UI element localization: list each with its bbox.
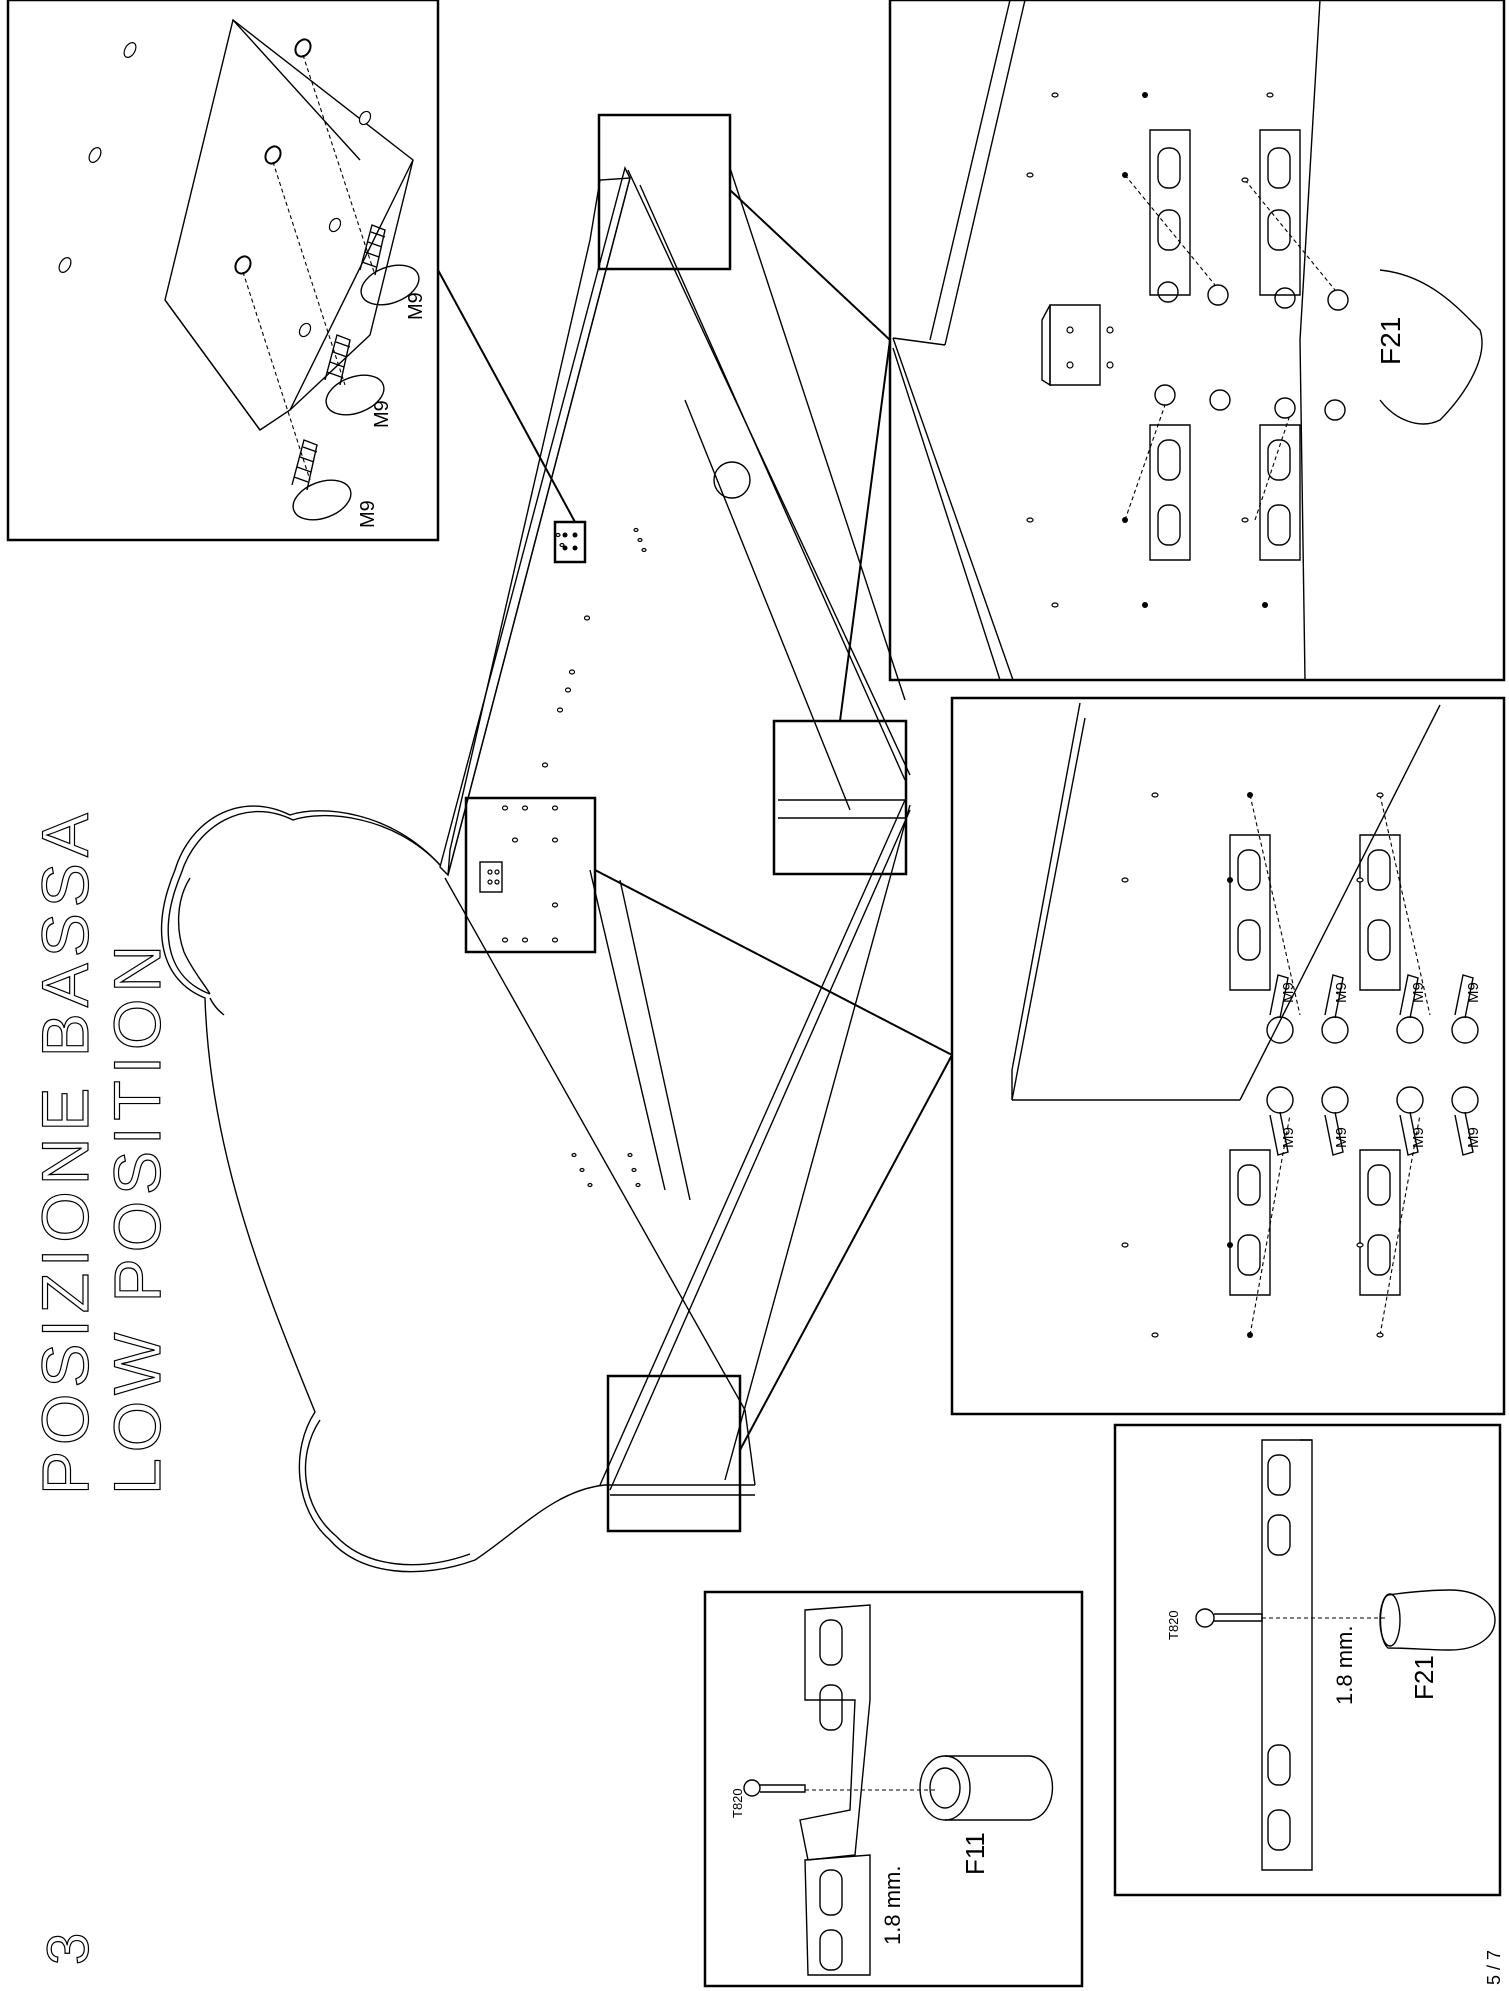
m9-screw-3 (291, 439, 352, 521)
bracket-upper-left (1149, 129, 1191, 296)
callout-corner-top (597, 113, 732, 271)
m9-label-2: M9 (371, 400, 393, 428)
small-screws-top (1154, 281, 1349, 421)
detail-panel-f11 (703, 1590, 1084, 1988)
m9-screws-grid (1266, 974, 1479, 1156)
bracket-detail-small (553, 520, 587, 564)
detail-panel-f21 (1113, 1423, 1502, 1897)
callout-corner-right (772, 719, 908, 876)
m9-label-10: M9 (1410, 1127, 1427, 1148)
m9-label-4: M9 (1280, 982, 1297, 1003)
detail-panel-center-m9 (950, 696, 1506, 1416)
detail-panel-corner-f21 (888, 0, 1506, 682)
m9-label-5: M9 (1333, 982, 1350, 1003)
t820-label-f21: T820 (1166, 1610, 1181, 1640)
callout-corner-bottom (606, 1374, 742, 1533)
bracket-m9-lower-right (1359, 1149, 1401, 1296)
m9-label-6: M9 (1410, 982, 1427, 1003)
m9-label-3: M9 (357, 500, 379, 528)
thickness-label-f11: 1.8 mm. (880, 1866, 905, 1945)
headboard (160, 805, 606, 1573)
t820-label-f11: T820 (730, 1788, 745, 1818)
bracket-m9-upper-left (1229, 834, 1271, 991)
detail-m9-side-content: M9 M9 M9 (58, 18, 427, 528)
detail-f11-content: T820 F11 1.8 mm. (730, 1604, 1054, 1976)
bracket-upper-right (1259, 129, 1301, 296)
f21-label: F21 (1409, 1655, 1439, 1700)
detail-panel-m9-side (6, 0, 440, 542)
thickness-label-f21: 1.8 mm. (1332, 1626, 1357, 1705)
callout-center-bracket (464, 796, 597, 954)
leader-line-top-right-b (839, 339, 891, 722)
center-bracket-icon (479, 805, 559, 943)
detail-center-m9-content: M9 M9 M9 M9 M9 M9 M9 M9 (1011, 702, 1482, 1338)
page-number: 5 / 7 (1484, 1950, 1504, 1985)
bracket-m9-upper-right (1359, 834, 1401, 991)
bed-frame (439, 166, 911, 1496)
leader-line-mid-right-b (739, 1054, 953, 1451)
title-italian: POSIZIONE BASSA (28, 807, 102, 1495)
m9-label-8: M9 (1280, 1127, 1297, 1148)
step-number: 3 (36, 1933, 101, 1965)
m9-screw-2 (324, 334, 385, 416)
m9-label-1: M9 (405, 292, 427, 320)
m9-label-9: M9 (1333, 1127, 1350, 1148)
f21-label-corner: F21 (1375, 317, 1406, 365)
bracket-m9-lower-left (1229, 1149, 1271, 1296)
leader-line-top-right-a (729, 189, 891, 341)
m9-label-11: M9 (1465, 1127, 1482, 1148)
m9-screw-1 (359, 224, 420, 306)
detail-corner-f21-content: F21 (892, 0, 1483, 681)
leader-line-top-left (437, 269, 576, 523)
title-english: LOW POSITION (100, 939, 174, 1495)
rail-holes (541, 527, 647, 1188)
bracket-lower-left (1149, 424, 1191, 561)
f11-label: F11 (960, 1832, 990, 1875)
leader-line-mid-right-a (594, 869, 953, 1056)
m9-label-7: M9 (1465, 982, 1482, 1003)
detail-f21-content: T820 F21 1.8 mm. (1166, 1439, 1496, 1871)
